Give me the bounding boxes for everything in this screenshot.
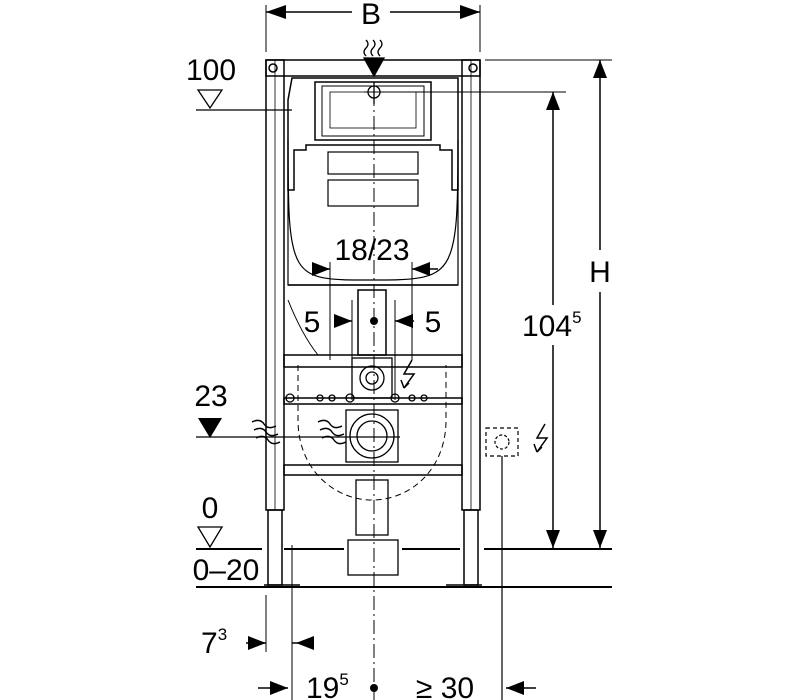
frame-height-value: 1045 [522, 308, 582, 343]
width-dimension: B [265, 0, 481, 52]
rough-in-height-label: 23 [194, 380, 227, 413]
frame-height-sup: 5 [572, 308, 581, 327]
arrow-icon [506, 681, 524, 695]
frame-edge-offset-sup: 3 [218, 625, 227, 644]
width-label: B [361, 0, 381, 31]
arrow-icon [296, 636, 314, 650]
floor-level-label: 0 [202, 492, 219, 525]
frame-height-base: 104 [522, 310, 572, 343]
height-dimension: H [485, 59, 612, 548]
offset-dimensions: 5 5 [304, 300, 442, 400]
level-marker-icon [196, 89, 224, 110]
arrow-icon [546, 530, 560, 548]
arrow-icon [593, 60, 607, 78]
frame-edge-offset-value: 73 [201, 625, 227, 660]
frame-edge-offset-base: 7 [201, 627, 218, 660]
arrow-icon [270, 681, 288, 695]
offset-right-label: 5 [425, 306, 442, 339]
arrow-icon [312, 262, 330, 276]
floor-level: 0 0–20 [193, 492, 612, 588]
min-clearance-label: ≥ 30 [416, 672, 474, 700]
arrow-icon [593, 530, 607, 548]
top-level-label: 100 [186, 54, 236, 87]
arrow-icon [266, 5, 286, 19]
wall-to-center-base: 19 [306, 672, 339, 700]
level-100-marker: 100 [186, 54, 292, 111]
level-marker-icon [198, 418, 222, 438]
actuator-spacing-dimension: 18/23 [312, 234, 438, 360]
frame-height-dimension: 1045 [522, 92, 582, 548]
connection-area [285, 357, 447, 576]
arrow-icon [460, 5, 480, 19]
frame-edge-offset-dimension: 73 [201, 545, 314, 700]
water-supply-icon [362, 39, 566, 104]
wall-to-center-value: 195 [306, 670, 349, 700]
height-label: H [589, 256, 611, 289]
floor-range-label: 0–20 [193, 554, 260, 587]
actuator-spacing-label: 18/23 [334, 234, 409, 267]
electric-icon [533, 423, 549, 453]
arrow-icon [395, 314, 413, 328]
arrow-icon [334, 314, 352, 328]
level-marker-icon [196, 526, 224, 549]
arrow-icon [546, 92, 560, 110]
external-connection [485, 427, 519, 700]
rough-in-level: 23 [194, 380, 400, 445]
wall-to-center-sup: 5 [339, 670, 348, 689]
bottom-dimensions: 195 ≥ 30 [258, 92, 536, 700]
water-supply-icon [251, 419, 347, 445]
electric-icon [400, 359, 416, 389]
offset-left-label: 5 [304, 306, 321, 339]
arrow-icon [248, 636, 266, 650]
arrow-icon [412, 262, 430, 276]
